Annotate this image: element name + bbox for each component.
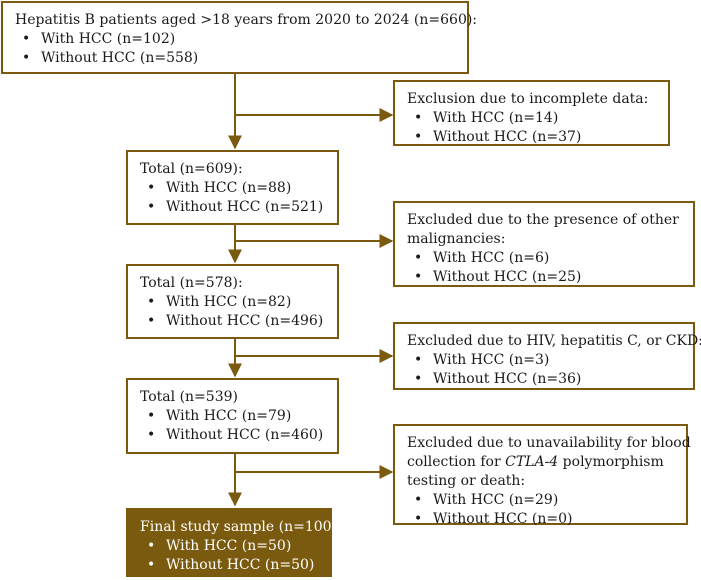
box-exclusion-blood-collection-title-line1: Excluded due to unavailability for blood bbox=[407, 435, 691, 451]
box-exclusion-incomplete-data-title: Exclusion due to incomplete data: bbox=[407, 91, 649, 107]
list-item: Without HCC (n=25) bbox=[407, 268, 693, 287]
list-item: With HCC (n=79) bbox=[140, 407, 337, 426]
list-item: Without HCC (n=460) bbox=[140, 426, 337, 445]
list-item: With HCC (n=29) bbox=[407, 491, 686, 510]
box-exclusion-blood-collection: Excluded due to unavailability for blood… bbox=[393, 424, 691, 529]
list-item: With HCC (n=3) bbox=[407, 351, 693, 370]
list-item: With HCC (n=88) bbox=[140, 179, 337, 198]
box-final-study-sample: Final study sample (n=100) With HCC (n=5… bbox=[126, 508, 338, 577]
list-item: Without HCC (n=0) bbox=[407, 510, 686, 529]
gene-name: CTLA-4 bbox=[505, 454, 559, 470]
box-total-609: Total (n=609): With HCC (n=88) Without H… bbox=[126, 150, 339, 225]
box-total-539: Total (n=539) With HCC (n=79) Without HC… bbox=[126, 378, 339, 454]
list-item: With HCC (n=82) bbox=[140, 293, 337, 312]
title-text: polymorphism bbox=[562, 454, 664, 470]
box-total-609-title: Total (n=609): bbox=[140, 161, 243, 177]
box-exclusion-blood-collection-title-line2: collection for CTLA-4 polymorphism bbox=[407, 453, 686, 472]
list-item: Without HCC (n=50) bbox=[140, 556, 330, 575]
box-exclusion-hiv-hcv-ckd-title: Excluded due to HIV, hepatitis C, or CKD… bbox=[407, 333, 701, 349]
title-text: collection for bbox=[407, 454, 501, 470]
box-total-539-title: Total (n=539) bbox=[140, 389, 238, 405]
box-initial-population: Hepatitis B patients aged >18 years from… bbox=[1, 1, 478, 74]
box-total-578-title: Total (n=578): bbox=[140, 275, 243, 291]
box-initial-population-title: Hepatitis B patients aged >18 years from… bbox=[15, 12, 478, 28]
list-item: With HCC (n=14) bbox=[407, 109, 668, 128]
box-exclusion-hiv-hcv-ckd: Excluded due to HIV, hepatitis C, or CKD… bbox=[393, 322, 701, 390]
box-exclusion-blood-collection-title-line3: testing or death: bbox=[407, 473, 526, 489]
box-exclusion-malignancies-title-line1: Excluded due to the presence of other bbox=[407, 212, 679, 228]
list-item: Without HCC (n=521) bbox=[140, 198, 337, 217]
box-exclusion-malignancies: Excluded due to the presence of other ma… bbox=[393, 201, 695, 287]
box-total-578: Total (n=578): With HCC (n=82) Without H… bbox=[126, 264, 339, 339]
box-exclusion-incomplete-data: Exclusion due to incomplete data: With H… bbox=[393, 80, 670, 147]
list-item: Without HCC (n=496) bbox=[140, 312, 337, 331]
list-item: Without HCC (n=37) bbox=[407, 128, 668, 147]
list-item: With HCC (n=50) bbox=[140, 537, 330, 556]
list-item: Without HCC (n=36) bbox=[407, 370, 693, 389]
box-final-study-sample-title: Final study sample (n=100) bbox=[140, 519, 338, 535]
list-item: With HCC (n=102) bbox=[15, 30, 467, 49]
box-exclusion-malignancies-title-line2: malignancies: bbox=[407, 231, 506, 247]
list-item: Without HCC (n=558) bbox=[15, 49, 467, 68]
list-item: With HCC (n=6) bbox=[407, 249, 693, 268]
